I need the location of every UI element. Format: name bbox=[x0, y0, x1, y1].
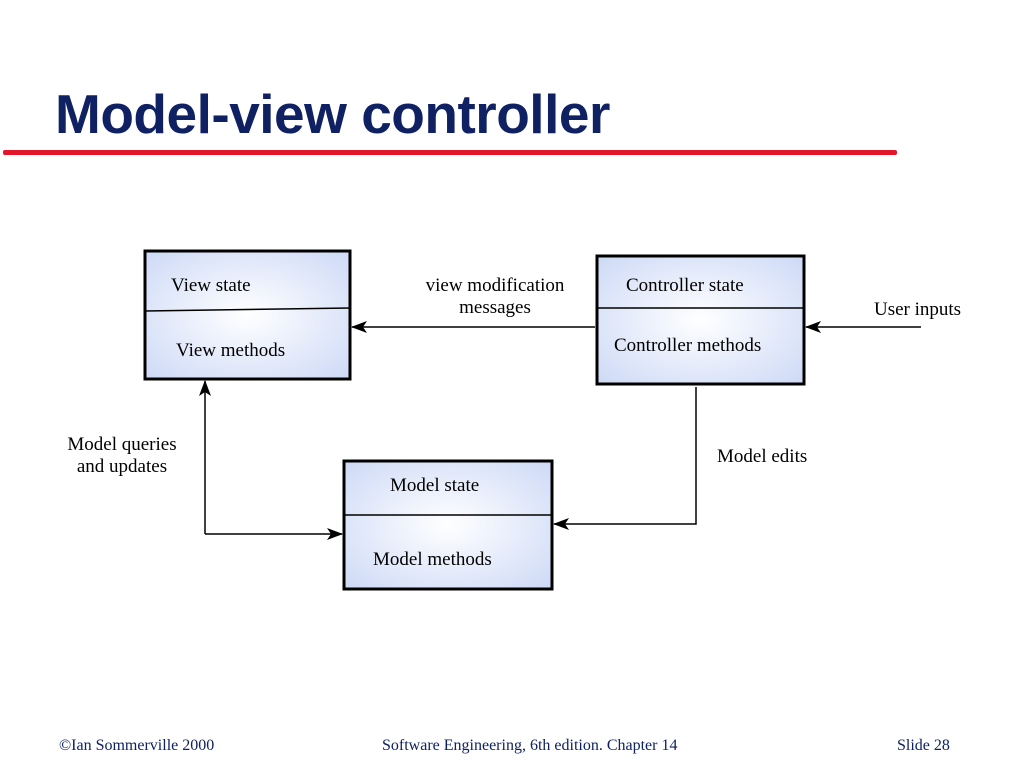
view-methods-label: View methods bbox=[176, 340, 285, 361]
view-box: View state View methods bbox=[143, 249, 352, 381]
controller-state-label: Controller state bbox=[626, 275, 744, 296]
footer-book-reference: Software Engineering, 6th edition. Chapt… bbox=[382, 737, 678, 754]
user-inputs-label: User inputs bbox=[874, 299, 961, 320]
slide-title: Model-view controller bbox=[55, 83, 610, 145]
model-edits-label: Model edits bbox=[717, 446, 807, 467]
footer-copyright: ©Ian Sommerville 2000 bbox=[59, 737, 215, 754]
view-state-label: View state bbox=[171, 275, 251, 296]
model-box: Model state Model methods bbox=[342, 459, 554, 591]
view-modification-label-line2: messages bbox=[459, 297, 531, 318]
model-edits-arrow bbox=[553, 387, 697, 530]
model-queries-label-line1: Model queries bbox=[67, 434, 176, 455]
model-state-label: Model state bbox=[390, 475, 479, 496]
controller-methods-label: Controller methods bbox=[614, 335, 761, 356]
view-modification-label-line1: view modification bbox=[426, 275, 565, 296]
model-queries-label-line2: and updates bbox=[77, 456, 167, 477]
controller-box: Controller state Controller methods bbox=[595, 254, 806, 386]
footer-slide-number: Slide 28 bbox=[897, 737, 950, 754]
title-divider bbox=[3, 150, 897, 155]
model-methods-label: Model methods bbox=[373, 549, 492, 570]
